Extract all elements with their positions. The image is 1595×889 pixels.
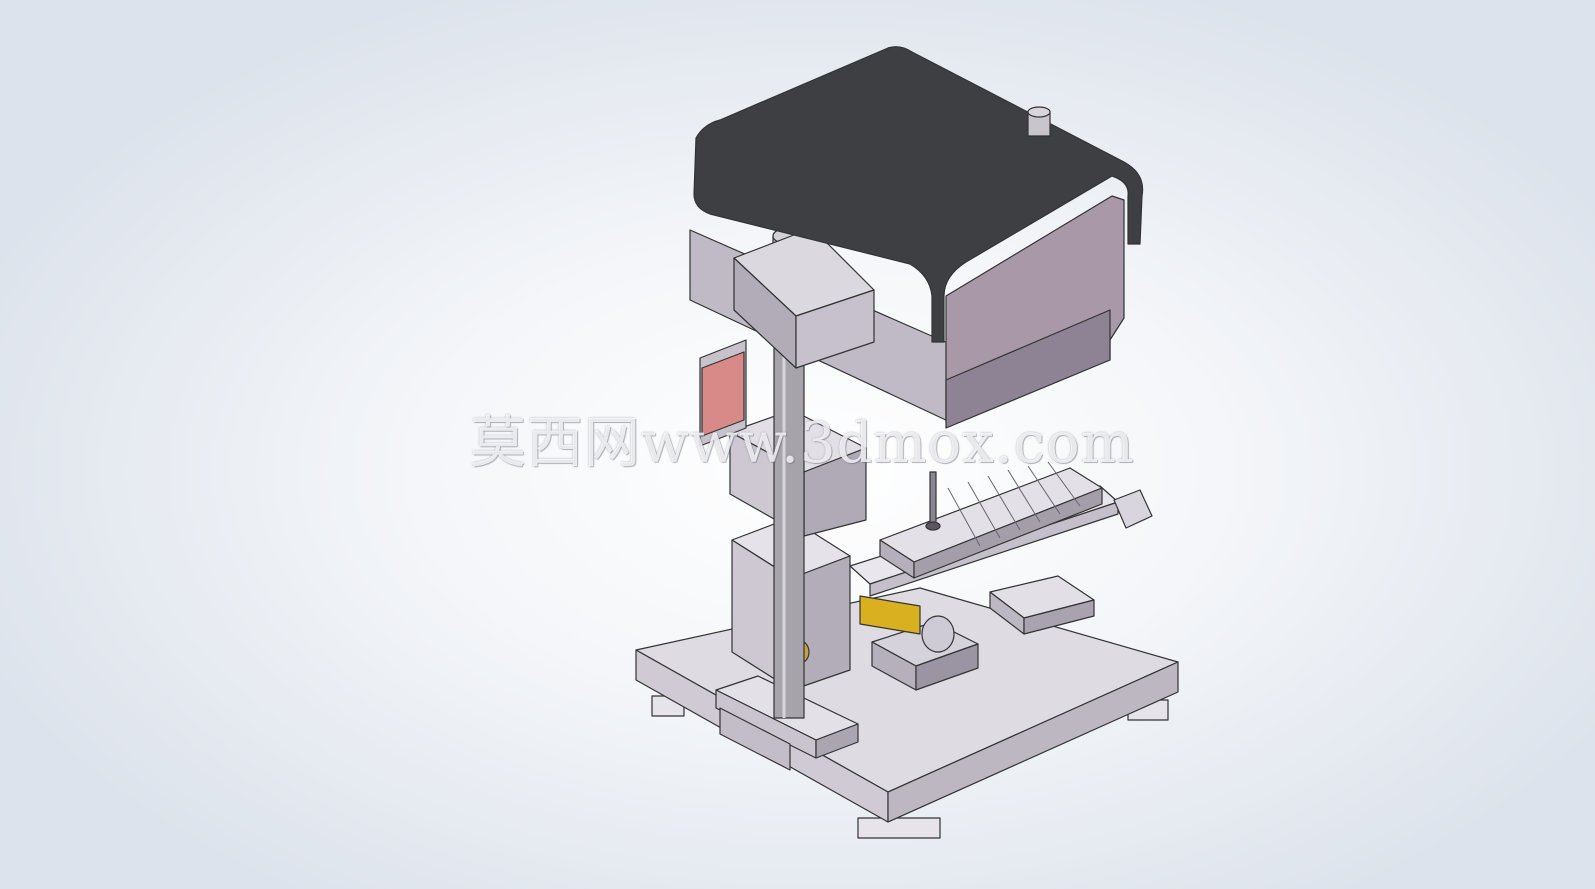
fixture-block-side <box>915 643 979 691</box>
side-slider[interactable] <box>1113 489 1153 529</box>
red-pad <box>701 351 745 437</box>
top-clamp-side <box>795 289 875 369</box>
base-clamp-side <box>815 723 859 759</box>
die-plate-side <box>913 487 1103 579</box>
yellow-cylinder <box>859 595 921 635</box>
rear-bracket-side <box>1023 599 1095 635</box>
foot-front <box>857 817 941 839</box>
roller <box>921 615 955 653</box>
die-slots <box>947 461 1081 547</box>
base-plate-front-right <box>887 661 1179 823</box>
cover-underside <box>945 309 1111 429</box>
base-foot-block <box>719 707 791 771</box>
punch-pin <box>929 471 937 527</box>
